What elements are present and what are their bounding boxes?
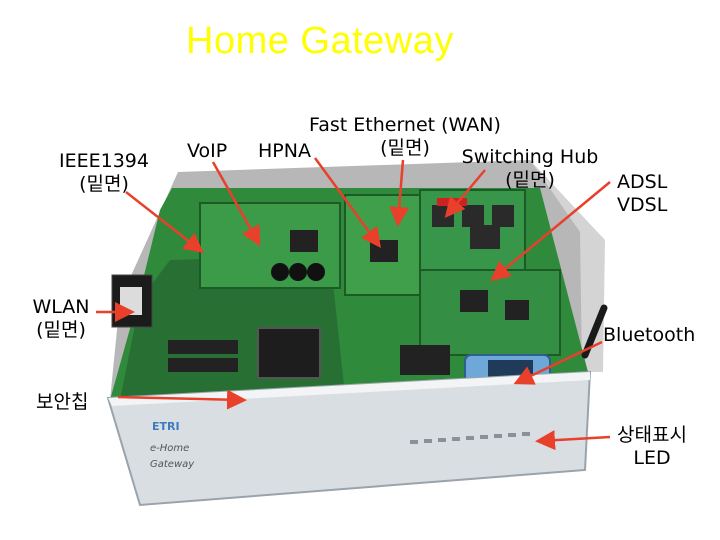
label-wlan-line2: (밑면) (36, 319, 86, 341)
rj45-jack (492, 205, 514, 227)
capacitor (289, 263, 307, 281)
memory-chip (168, 340, 238, 354)
label-fast-ethernet: Fast Ethernet (WAN) (밑면) (300, 114, 510, 160)
page-title: Home Gateway (186, 20, 454, 62)
label-hpna: HPNA (258, 140, 311, 162)
label-status-led: 상태표시 LED (614, 424, 690, 470)
rj45-jack (470, 225, 500, 249)
label-switching-hub-line1: Switching Hub (461, 146, 599, 168)
rj45-jack (462, 205, 484, 227)
label-adsl-vdsl: ADSL VDSL (617, 171, 667, 217)
wlan-card-label (120, 287, 142, 315)
capacitor (271, 263, 289, 281)
label-wlan: WLAN (밑면) (26, 296, 96, 342)
front-panel-text-1: e-Home (150, 443, 189, 454)
red-connector (437, 198, 467, 206)
chip (460, 290, 488, 312)
adsl-board (419, 269, 561, 356)
front-panel-logo: ETRI (152, 420, 180, 433)
label-fast-ethernet-line2: (밑면) (380, 137, 430, 159)
label-status-led-line1: 상태표시 (617, 424, 687, 446)
label-bluetooth: Bluetooth (603, 324, 696, 346)
status-led-row (410, 432, 530, 444)
chip (400, 345, 450, 375)
chip (290, 230, 318, 252)
label-status-led-line2: LED (633, 447, 671, 469)
rj45-jack (432, 205, 454, 227)
label-fast-ethernet-line1: Fast Ethernet (WAN) (309, 114, 501, 136)
chip (505, 300, 529, 320)
label-wlan-line1: WLAN (32, 296, 90, 318)
label-voip: VoIP (187, 140, 228, 162)
label-ieee1394-line2: (밑면) (79, 173, 129, 195)
memory-chip (168, 358, 238, 372)
label-switching-hub: Switching Hub (밑면) (455, 146, 605, 192)
capacitor (307, 263, 325, 281)
label-switching-hub-line2: (밑면) (505, 169, 555, 191)
chip (370, 240, 398, 262)
label-vdsl: VDSL (617, 194, 668, 216)
label-adsl: ADSL (617, 171, 668, 193)
main-processor-chip (257, 327, 321, 379)
label-security-chip: 보안칩 (36, 391, 89, 413)
front-panel-text-2: Gateway (150, 459, 195, 470)
label-ieee1394-line1: IEEE1394 (59, 150, 149, 172)
label-ieee1394: IEEE1394 (밑면) (54, 150, 154, 196)
chassis-side-wall (530, 160, 605, 372)
